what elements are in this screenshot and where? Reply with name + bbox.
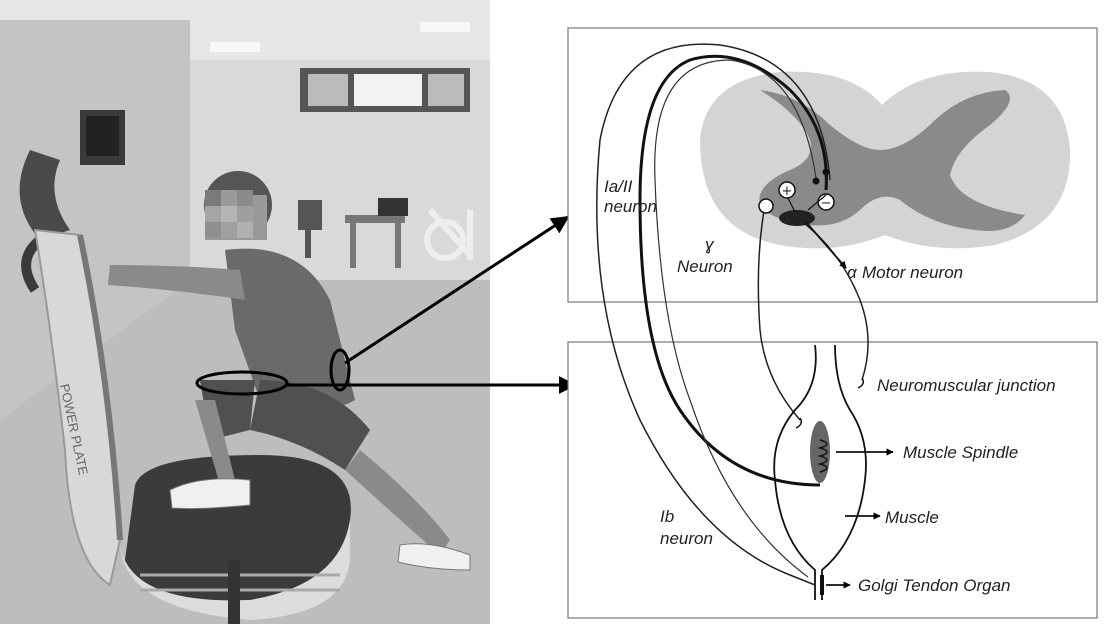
golgi-tendon-marker <box>820 575 824 595</box>
ib-label-line2: neuron <box>660 529 713 548</box>
gamma-symbol: ɣ <box>705 235 715 254</box>
ia-ii-label-line1: Ia/II <box>604 177 633 196</box>
plus-sign: + <box>782 184 793 199</box>
muscle-spindle-label: Muscle Spindle <box>903 443 1018 462</box>
arrow-to-spinal-cord <box>345 217 568 363</box>
gamma-neuron-label: Neuron <box>677 257 733 276</box>
ia-ii-label-line2: neuron <box>604 197 657 216</box>
alpha-motor-neuron-label: Motor neuron <box>862 263 963 282</box>
muscle-label: Muscle <box>885 508 939 527</box>
ib-label-line1: Ib <box>660 507 674 526</box>
alpha-symbol: α <box>847 263 858 282</box>
gamma-cell-body <box>759 199 773 213</box>
alpha-cell-body <box>779 210 815 226</box>
neuromuscular-junction-label: Neuromuscular junction <box>877 376 1056 395</box>
golgi-tendon-organ-label: Golgi Tendon Organ <box>858 576 1010 595</box>
